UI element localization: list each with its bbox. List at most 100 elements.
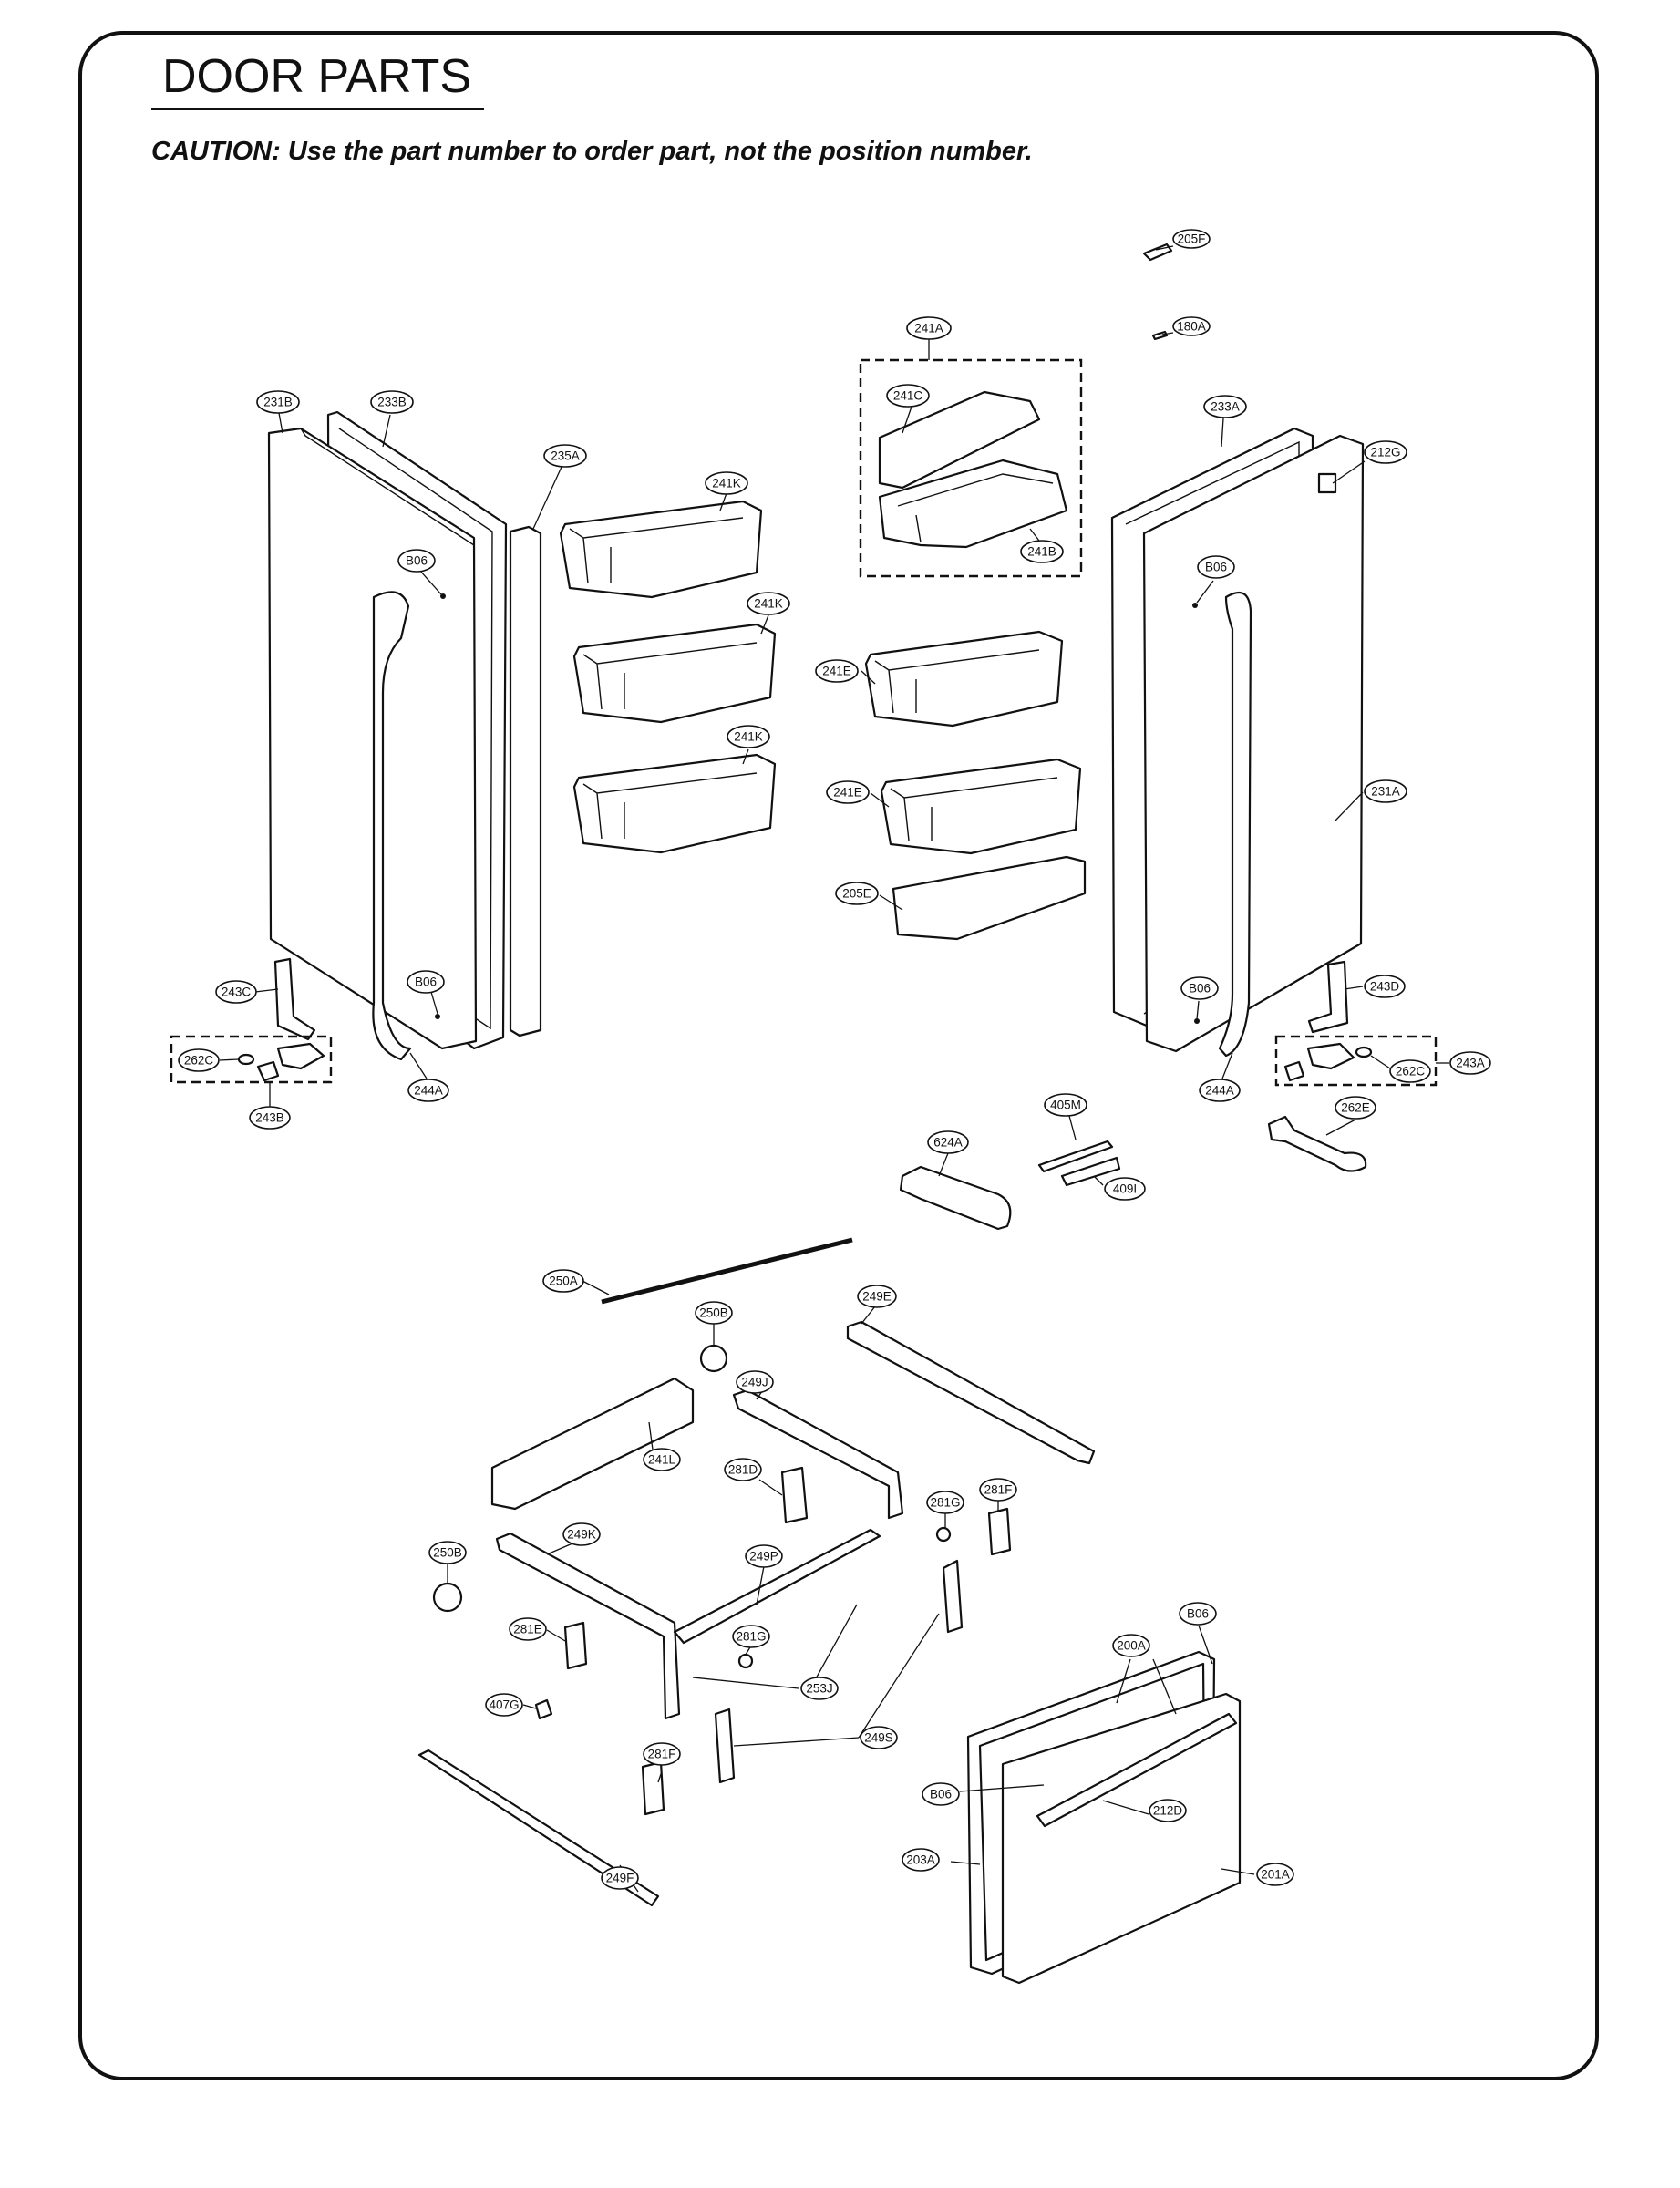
callout-262C-2: 262C [1389, 1059, 1431, 1083]
part-281F-bottom [641, 1760, 665, 1816]
hinge-kit-box-243B [170, 1035, 333, 1084]
svg-text:B06: B06 [930, 1788, 952, 1801]
page-border [78, 31, 1599, 2080]
callout-180A: 180A [1172, 316, 1211, 336]
rail-249E [846, 1320, 1096, 1465]
callout-624A: 624A [927, 1130, 969, 1154]
callout-241K-3: 241K [727, 725, 770, 748]
svg-text:249F: 249F [606, 1872, 634, 1885]
svg-text:262C: 262C [1396, 1065, 1426, 1079]
part-407G [534, 1698, 553, 1720]
callout-231A: 231A [1364, 779, 1407, 803]
bin-kit-box-241A [859, 358, 1083, 578]
callout-243D: 243D [1364, 975, 1406, 998]
drawer-handle-212D [1036, 1712, 1238, 1828]
left-door-hinge-strip-235A [509, 525, 542, 1037]
svg-text:281F: 281F [984, 1483, 1013, 1497]
callout-B06-6: B06 [922, 1782, 960, 1806]
screw-icon [440, 593, 446, 599]
svg-text:249P: 249P [749, 1550, 778, 1564]
hinge-cover-243C [273, 957, 316, 1041]
right-door-handle-244A [1218, 591, 1252, 1058]
svg-text:241C: 241C [893, 389, 923, 403]
bin-241B [878, 459, 1068, 549]
hinge-cover-243D [1307, 960, 1349, 1034]
callout-200A: 200A [1112, 1634, 1150, 1657]
title-underline [151, 108, 484, 110]
svg-text:B06: B06 [1187, 1607, 1209, 1621]
rail-249F [417, 1749, 660, 1907]
svg-text:231B: 231B [263, 396, 293, 409]
callout-250B-1: 250B [695, 1301, 733, 1325]
screw-icon [435, 1014, 440, 1019]
callout-409I: 409I [1104, 1177, 1146, 1201]
callout-241E-1: 241E [815, 659, 859, 683]
callout-203A: 203A [902, 1848, 940, 1872]
svg-text:205F: 205F [1178, 232, 1206, 246]
callout-244A-2: 244A [1199, 1079, 1241, 1102]
svg-text:212G: 212G [1370, 446, 1400, 459]
svg-text:250B: 250B [699, 1306, 728, 1320]
callout-B06-1: B06 [397, 549, 436, 573]
callout-281D: 281D [724, 1458, 762, 1481]
callout-B06-5: B06 [1179, 1602, 1217, 1626]
hinge-pin-icon [256, 1060, 280, 1082]
callout-249S: 249S [860, 1726, 898, 1749]
callout-233A: 233A [1203, 395, 1247, 418]
callout-249F: 249F [601, 1866, 639, 1890]
svg-text:249K: 249K [567, 1528, 596, 1542]
callout-243C: 243C [215, 980, 257, 1004]
callout-243A: 243A [1449, 1051, 1491, 1075]
svg-text:180A: 180A [1177, 320, 1206, 334]
callout-212D: 212D [1149, 1799, 1187, 1822]
part-205F-icon [1142, 243, 1173, 262]
door-rack-205E [892, 855, 1087, 941]
right-door-assembly [1110, 427, 1365, 1058]
left-door-panel-231B [267, 427, 478, 1050]
callout-241C: 241C [886, 384, 930, 408]
callout-250B-2: 250B [428, 1541, 467, 1564]
svg-text:241K: 241K [734, 730, 763, 744]
callout-249K: 249K [562, 1522, 601, 1546]
door-bins-right-column [864, 630, 1087, 941]
svg-text:233B: 233B [377, 396, 407, 409]
svg-text:243A: 243A [1456, 1057, 1485, 1070]
callout-241E-2: 241E [826, 780, 870, 804]
callout-253J: 253J [800, 1677, 839, 1700]
callout-201A: 201A [1256, 1863, 1294, 1886]
svg-text:281D: 281D [728, 1463, 758, 1477]
svg-text:241L: 241L [648, 1453, 676, 1467]
caution-note: CAUTION: Use the part number to order pa… [151, 137, 1033, 166]
svg-text:624A: 624A [933, 1136, 963, 1150]
svg-text:241B: 241B [1027, 545, 1056, 559]
svg-text:233A: 233A [1211, 400, 1240, 414]
water-filter-624A [899, 1165, 1012, 1231]
svg-text:249E: 249E [862, 1290, 892, 1304]
slide-249S-right [942, 1559, 964, 1634]
callout-249P: 249P [745, 1544, 783, 1568]
svg-text:409I: 409I [1113, 1182, 1137, 1196]
rod-250A [601, 1237, 853, 1305]
svg-text:249S: 249S [864, 1731, 893, 1745]
leader-lines [219, 245, 1449, 1893]
svg-text:407G: 407G [489, 1698, 519, 1712]
callout-281G-2: 281G [732, 1625, 770, 1648]
hinge-kit-box-243A [1274, 1035, 1438, 1087]
screw-icon [1192, 603, 1198, 608]
svg-text:201A: 201A [1261, 1868, 1290, 1882]
svg-text:250A: 250A [549, 1275, 578, 1288]
callout-249J: 249J [736, 1370, 774, 1394]
left-door-assembly [267, 410, 542, 1061]
callout-281G-1: 281G [926, 1491, 964, 1514]
right-door-panel-231A [1142, 434, 1365, 1053]
callout-281F-2: 281F [643, 1742, 681, 1766]
callout-B06-4: B06 [1180, 976, 1219, 1000]
part-409I [1060, 1156, 1121, 1187]
callout-262C-1: 262C [178, 1048, 220, 1072]
part-180A-icon [1151, 330, 1169, 341]
page-title: DOOR PARTS [162, 50, 472, 103]
svg-text:203A: 203A [906, 1853, 935, 1867]
frame-249J [732, 1388, 904, 1520]
svg-text:205E: 205E [842, 887, 871, 901]
